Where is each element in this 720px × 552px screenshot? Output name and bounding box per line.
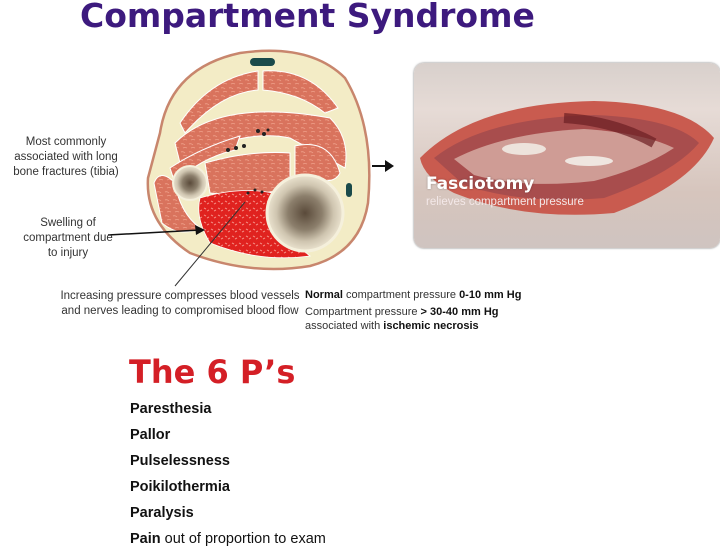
pressure-notes: Normal compartment pressure 0-10 mm Hg C… [305,288,605,336]
item-term: Paresthesia [130,401,212,417]
note-normal-pressure: Normal compartment pressure 0-10 mm Hg [305,288,605,302]
item-detail: out of proportion to exam [160,531,326,547]
note-ischemic-necrosis: ischemic necrosis [383,320,479,332]
six-ps-title: The 6 P’s [129,353,296,391]
label-swelling: Swelling of compartment due to injury [23,217,113,259]
right-arrow-icon [372,160,394,172]
list-item: Pain out of proportion to exam [130,526,326,552]
item-term: Poikilothermia [130,479,230,495]
note-elevated-pressure: Compartment pressure > 30-40 mm Hg assoc… [305,305,605,333]
note-elevated-text2: associated with [305,320,384,332]
list-item: Paresthesia [130,396,326,422]
wound-illustration [420,101,714,215]
leg-cross-section-diagram [146,49,371,271]
six-ps-list: Paresthesia Pallor Pulselessness Poikilo… [130,396,326,552]
list-item: Pulselessness [130,448,326,474]
label-increasing-pressure: Increasing pressure compresses blood ves… [60,290,300,317]
fasciotomy-photo: Fasciotomy relieves compartment pressure [414,63,720,248]
list-item: Poikilothermia [130,474,326,500]
note-normal-value: 0-10 mm Hg [459,289,522,301]
label-long-bone-fractures: Most commonly associated with long bone … [13,136,119,178]
photo-caption: Fasciotomy relieves compartment pressure [426,174,584,208]
list-item: Paralysis [130,500,326,526]
note-elevated-text: Compartment pressure [305,306,421,318]
photo-subheading: relieves compartment pressure [426,196,584,208]
item-term: Pain [130,531,161,547]
vein-icon [250,58,275,66]
list-item: Pallor [130,422,326,448]
page-title: Compartment Syndrome [80,0,535,35]
item-term: Pallor [130,427,171,443]
item-term: Paralysis [130,505,194,521]
note-normal-label: Normal [305,289,343,301]
note-elevated-value: > 30-40 mm Hg [420,306,499,318]
item-term: Pulselessness [130,453,230,469]
note-normal-text: compartment pressure [342,289,460,301]
photo-heading: Fasciotomy [426,174,535,194]
